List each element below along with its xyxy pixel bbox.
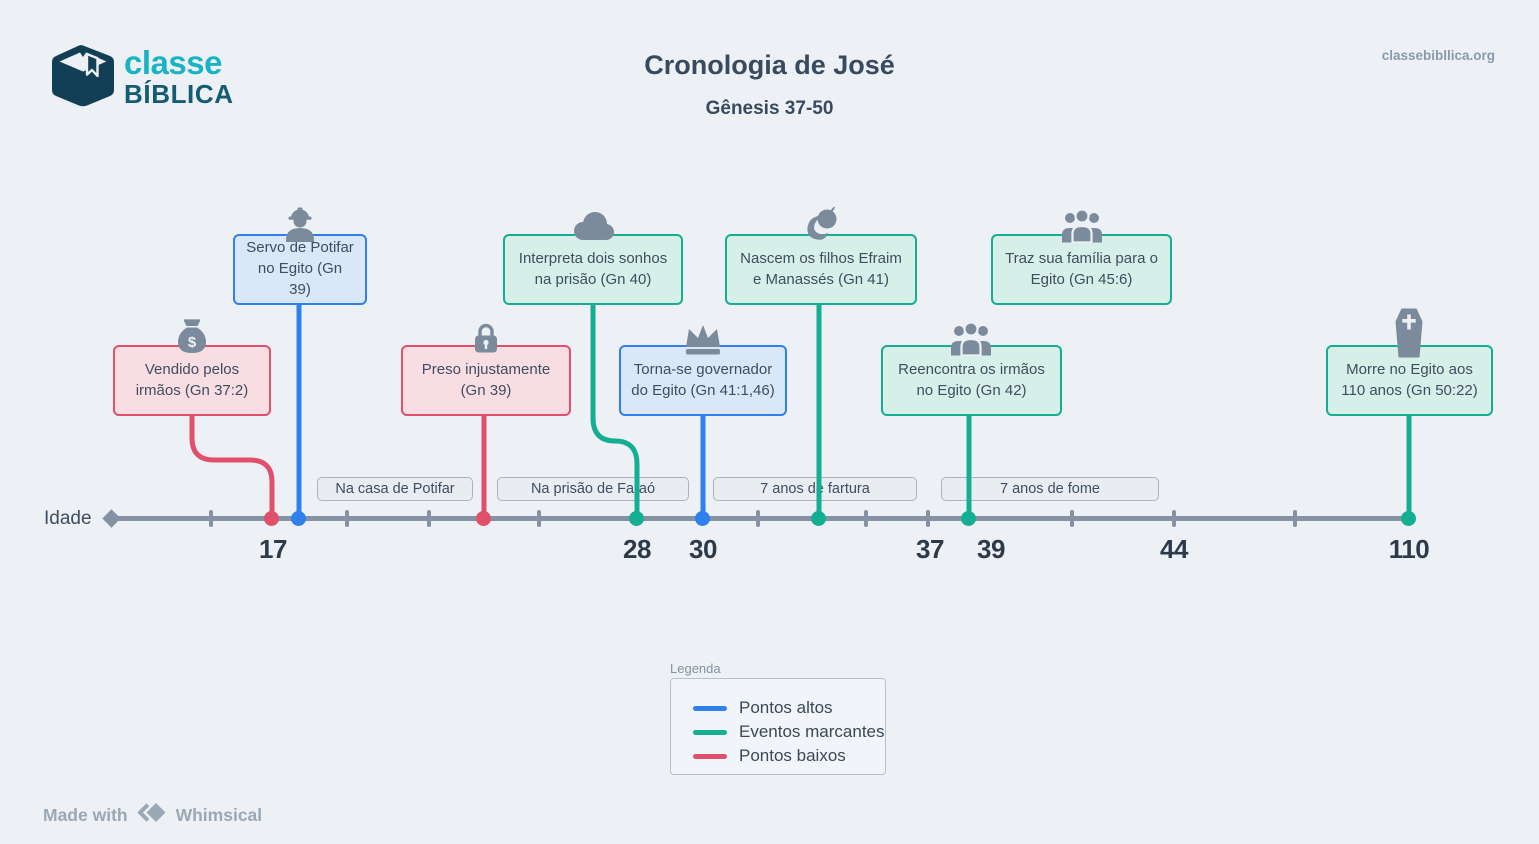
classe-biblica-logo-icon (46, 44, 120, 108)
event-label: Morre no Egito aos 110 anos (Gn 50:22) (1341, 360, 1478, 399)
legend-label: Pontos baixos (739, 746, 846, 765)
age-label-39: 39 (977, 534, 1005, 564)
event-label: Vendido pelos irmãos (Gn 37:2) (135, 360, 249, 399)
legend-swatch-blue (693, 705, 727, 711)
legend-swatch-red (693, 753, 727, 759)
connector-vendido (189, 412, 275, 519)
whimsical-brand-text: Whimsical (175, 805, 263, 825)
event-box-familia: Traz sua família para o Egito (Gn 45:6) (991, 234, 1172, 305)
brand-line2: BÍBLICA (124, 79, 234, 109)
event-dot-reencontra (961, 511, 976, 526)
timeline-tick (926, 510, 930, 527)
baby-icon (801, 206, 841, 243)
people-group-icon (949, 320, 993, 356)
coffin-icon (1393, 308, 1425, 358)
legend-box: Pontos altos Eventos marcantes Pontos ba… (670, 678, 886, 775)
site-url-text: classebibllica.org (1381, 48, 1495, 63)
worker-icon (280, 206, 320, 242)
timeline-tick (537, 510, 541, 527)
legend-swatch-teal (693, 729, 727, 735)
age-label-110: 110 (1388, 534, 1430, 564)
money-bag-icon: $ (176, 318, 208, 356)
timeline-tick (756, 510, 760, 527)
legend-item-pontos-altos: Pontos altos (693, 696, 885, 720)
svg-text:$: $ (188, 334, 197, 351)
age-label-28: 28 (623, 534, 651, 564)
event-dot-governador (695, 511, 710, 526)
legend-label: Eventos marcantes (739, 722, 885, 741)
period-label-fome: 7 anos de fome (941, 477, 1159, 501)
period-label-prisao-farao: Na prisão de Faraó (497, 477, 689, 501)
legend-label: Pontos altos (739, 698, 833, 717)
brand-wordmark: classe BÍBLICA (124, 46, 234, 107)
cloud-icon (571, 211, 615, 241)
timeline-tick (1172, 510, 1176, 527)
event-label: Servo de Potifar no Egito (Gn 39) (246, 239, 354, 298)
people-group-icon (1060, 207, 1104, 243)
event-label: Torna-se governador do Egito (Gn 41:1,46… (631, 360, 775, 399)
event-dot-interpreta (629, 511, 644, 526)
event-dot-preso (476, 511, 491, 526)
crown-icon (684, 324, 722, 355)
made-with-whimsical: Made with Whimsical (43, 799, 263, 831)
event-label: Preso injustamente (Gn 39) (421, 360, 551, 399)
age-label-44: 44 (1160, 534, 1188, 564)
legend-title: Legenda (670, 661, 721, 676)
event-label: Interpreta dois sonhos na prisão (Gn 40) (518, 249, 668, 288)
page-subtitle: Gênesis 37-50 (705, 98, 834, 119)
whimsical-logo-icon (135, 799, 169, 831)
event-label: Reencontra os irmãos no Egito (Gn 42) (898, 360, 1045, 399)
age-label-30: 30 (689, 534, 717, 564)
event-box-governador: Torna-se governador do Egito (Gn 41:1,46… (619, 345, 787, 416)
legend-item-pontos-baixos: Pontos baixos (693, 744, 885, 768)
event-dot-servo (291, 511, 306, 526)
timeline-tick (864, 510, 868, 527)
event-box-interpreta: Interpreta dois sonhos na prisão (Gn 40) (503, 234, 683, 305)
padlock-icon (471, 321, 501, 354)
made-with-text: Made with (43, 805, 128, 825)
legend-item-eventos-marcantes: Eventos marcantes (693, 720, 885, 744)
event-label: Nascem os filhos Efraim e Manassés (Gn 4… (740, 249, 902, 288)
timeline-tick (427, 510, 431, 527)
age-label-17: 17 (259, 534, 287, 564)
timeline-tick (1070, 510, 1074, 527)
event-dot-nascem (811, 511, 826, 526)
period-label-casa-potifar: Na casa de Potifar (317, 477, 473, 501)
event-dot-vendido (264, 511, 279, 526)
brand-line1: classe (124, 44, 222, 81)
timeline-tick (209, 510, 213, 527)
event-box-servo: Servo de Potifar no Egito (Gn 39) (233, 234, 367, 305)
timeline-tick (345, 510, 349, 527)
age-label-37: 37 (916, 534, 944, 564)
event-dot-morre (1401, 511, 1416, 526)
event-box-preso: Preso injustamente (Gn 39) (401, 345, 571, 416)
period-label-fartura: 7 anos de fartura (713, 477, 917, 501)
event-box-nascem: Nascem os filhos Efraim e Manassés (Gn 4… (725, 234, 917, 305)
timeline-axis (110, 516, 1410, 521)
axis-label-idade: Idade (44, 508, 92, 529)
page-title: Cronologia de José (644, 50, 895, 80)
timeline-start-diamond (102, 509, 121, 528)
timeline-tick (1293, 510, 1297, 527)
event-label: Traz sua família para o Egito (Gn 45:6) (1005, 249, 1158, 288)
